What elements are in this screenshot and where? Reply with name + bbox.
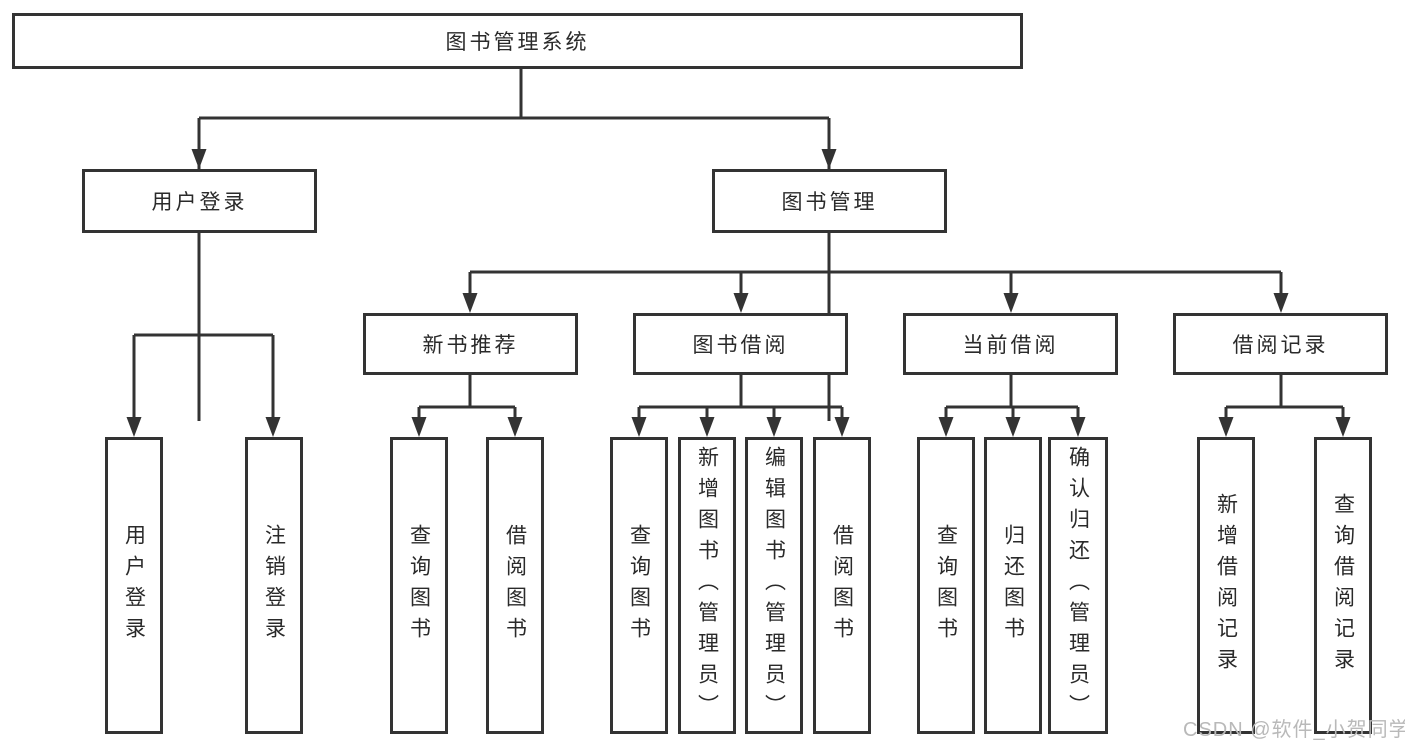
arrow-down-icon	[834, 417, 850, 437]
leaf-newbook-borrow: 借阅图书	[486, 437, 544, 734]
arrow-down-icon	[1005, 417, 1021, 437]
leaf-borrow-edit-admin: 编辑图书（管理员）	[745, 437, 803, 734]
leaf-record-add: 新增借阅记录	[1197, 437, 1255, 734]
arrow-down-icon	[1070, 417, 1086, 437]
arrow-down-icon	[507, 417, 523, 437]
node-label: 当前借阅	[962, 334, 1059, 357]
node-label: 用户登录	[122, 523, 146, 648]
arrow-down-icon	[1273, 293, 1289, 313]
node-label: 确认归还（管理员）	[1066, 446, 1090, 725]
arrow-down-icon	[191, 149, 207, 169]
node-book-borrow: 图书借阅	[633, 313, 848, 375]
node-book-management: 图书管理	[712, 169, 947, 233]
arrow-down-icon	[631, 417, 647, 437]
arrow-down-icon	[938, 417, 954, 437]
node-label: 图书管理	[781, 191, 878, 214]
arrow-down-icon	[265, 417, 281, 437]
leaf-borrow-add-admin: 新增图书（管理员）	[678, 437, 736, 734]
arrow-down-icon	[1003, 293, 1019, 313]
arrow-down-icon	[126, 417, 142, 437]
node-root-system: 图书管理系统	[12, 13, 1023, 69]
node-label: 新书推荐	[422, 334, 519, 357]
tree-edges	[132, 69, 1345, 421]
leaf-newbook-query: 查询图书	[390, 437, 448, 734]
arrow-down-icon	[1335, 417, 1351, 437]
arrow-down-icon	[821, 149, 837, 169]
node-label: 查询借阅记录	[1331, 492, 1355, 679]
leaf-borrow-borrow: 借阅图书	[813, 437, 871, 734]
arrow-down-icon	[411, 417, 427, 437]
leaf-logout: 注销登录	[245, 437, 303, 734]
leaf-current-query: 查询图书	[917, 437, 975, 734]
leaf-current-confirm-admin: 确认归还（管理员）	[1048, 437, 1108, 734]
node-borrow-record: 借阅记录	[1173, 313, 1388, 375]
node-label: 借阅图书	[503, 523, 527, 648]
node-label: 查询图书	[407, 523, 431, 648]
node-new-book-recommend: 新书推荐	[363, 313, 578, 375]
node-label: 归还图书	[1001, 523, 1025, 648]
node-label: 查询图书	[627, 523, 651, 648]
arrow-down-icon	[462, 293, 478, 313]
arrow-down-icon	[766, 417, 782, 437]
leaf-current-return: 归还图书	[984, 437, 1042, 734]
leaf-borrow-query: 查询图书	[610, 437, 668, 734]
node-current-borrow: 当前借阅	[903, 313, 1118, 375]
node-user-login: 用户登录	[82, 169, 317, 233]
node-label: 新增借阅记录	[1214, 492, 1238, 679]
leaf-record-query: 查询借阅记录	[1314, 437, 1372, 734]
node-label: 注销登录	[262, 523, 286, 648]
node-label: 图书管理系统	[445, 31, 590, 54]
node-label: 新增图书（管理员）	[695, 446, 719, 725]
arrow-down-icon	[733, 293, 749, 313]
arrow-down-icon	[1218, 417, 1234, 437]
node-label: 查询图书	[934, 523, 958, 648]
node-label: 借阅记录	[1232, 334, 1329, 357]
arrowhead-group	[126, 149, 1351, 437]
node-label: 编辑图书（管理员）	[762, 446, 786, 725]
node-label: 借阅图书	[830, 523, 854, 648]
node-label: 图书借阅	[692, 334, 789, 357]
node-label: 用户登录	[151, 191, 248, 214]
arrow-down-icon	[699, 417, 715, 437]
csdn-watermark: CSDN @软件_小贺同学	[1183, 719, 1405, 741]
leaf-user-login: 用户登录	[105, 437, 163, 734]
